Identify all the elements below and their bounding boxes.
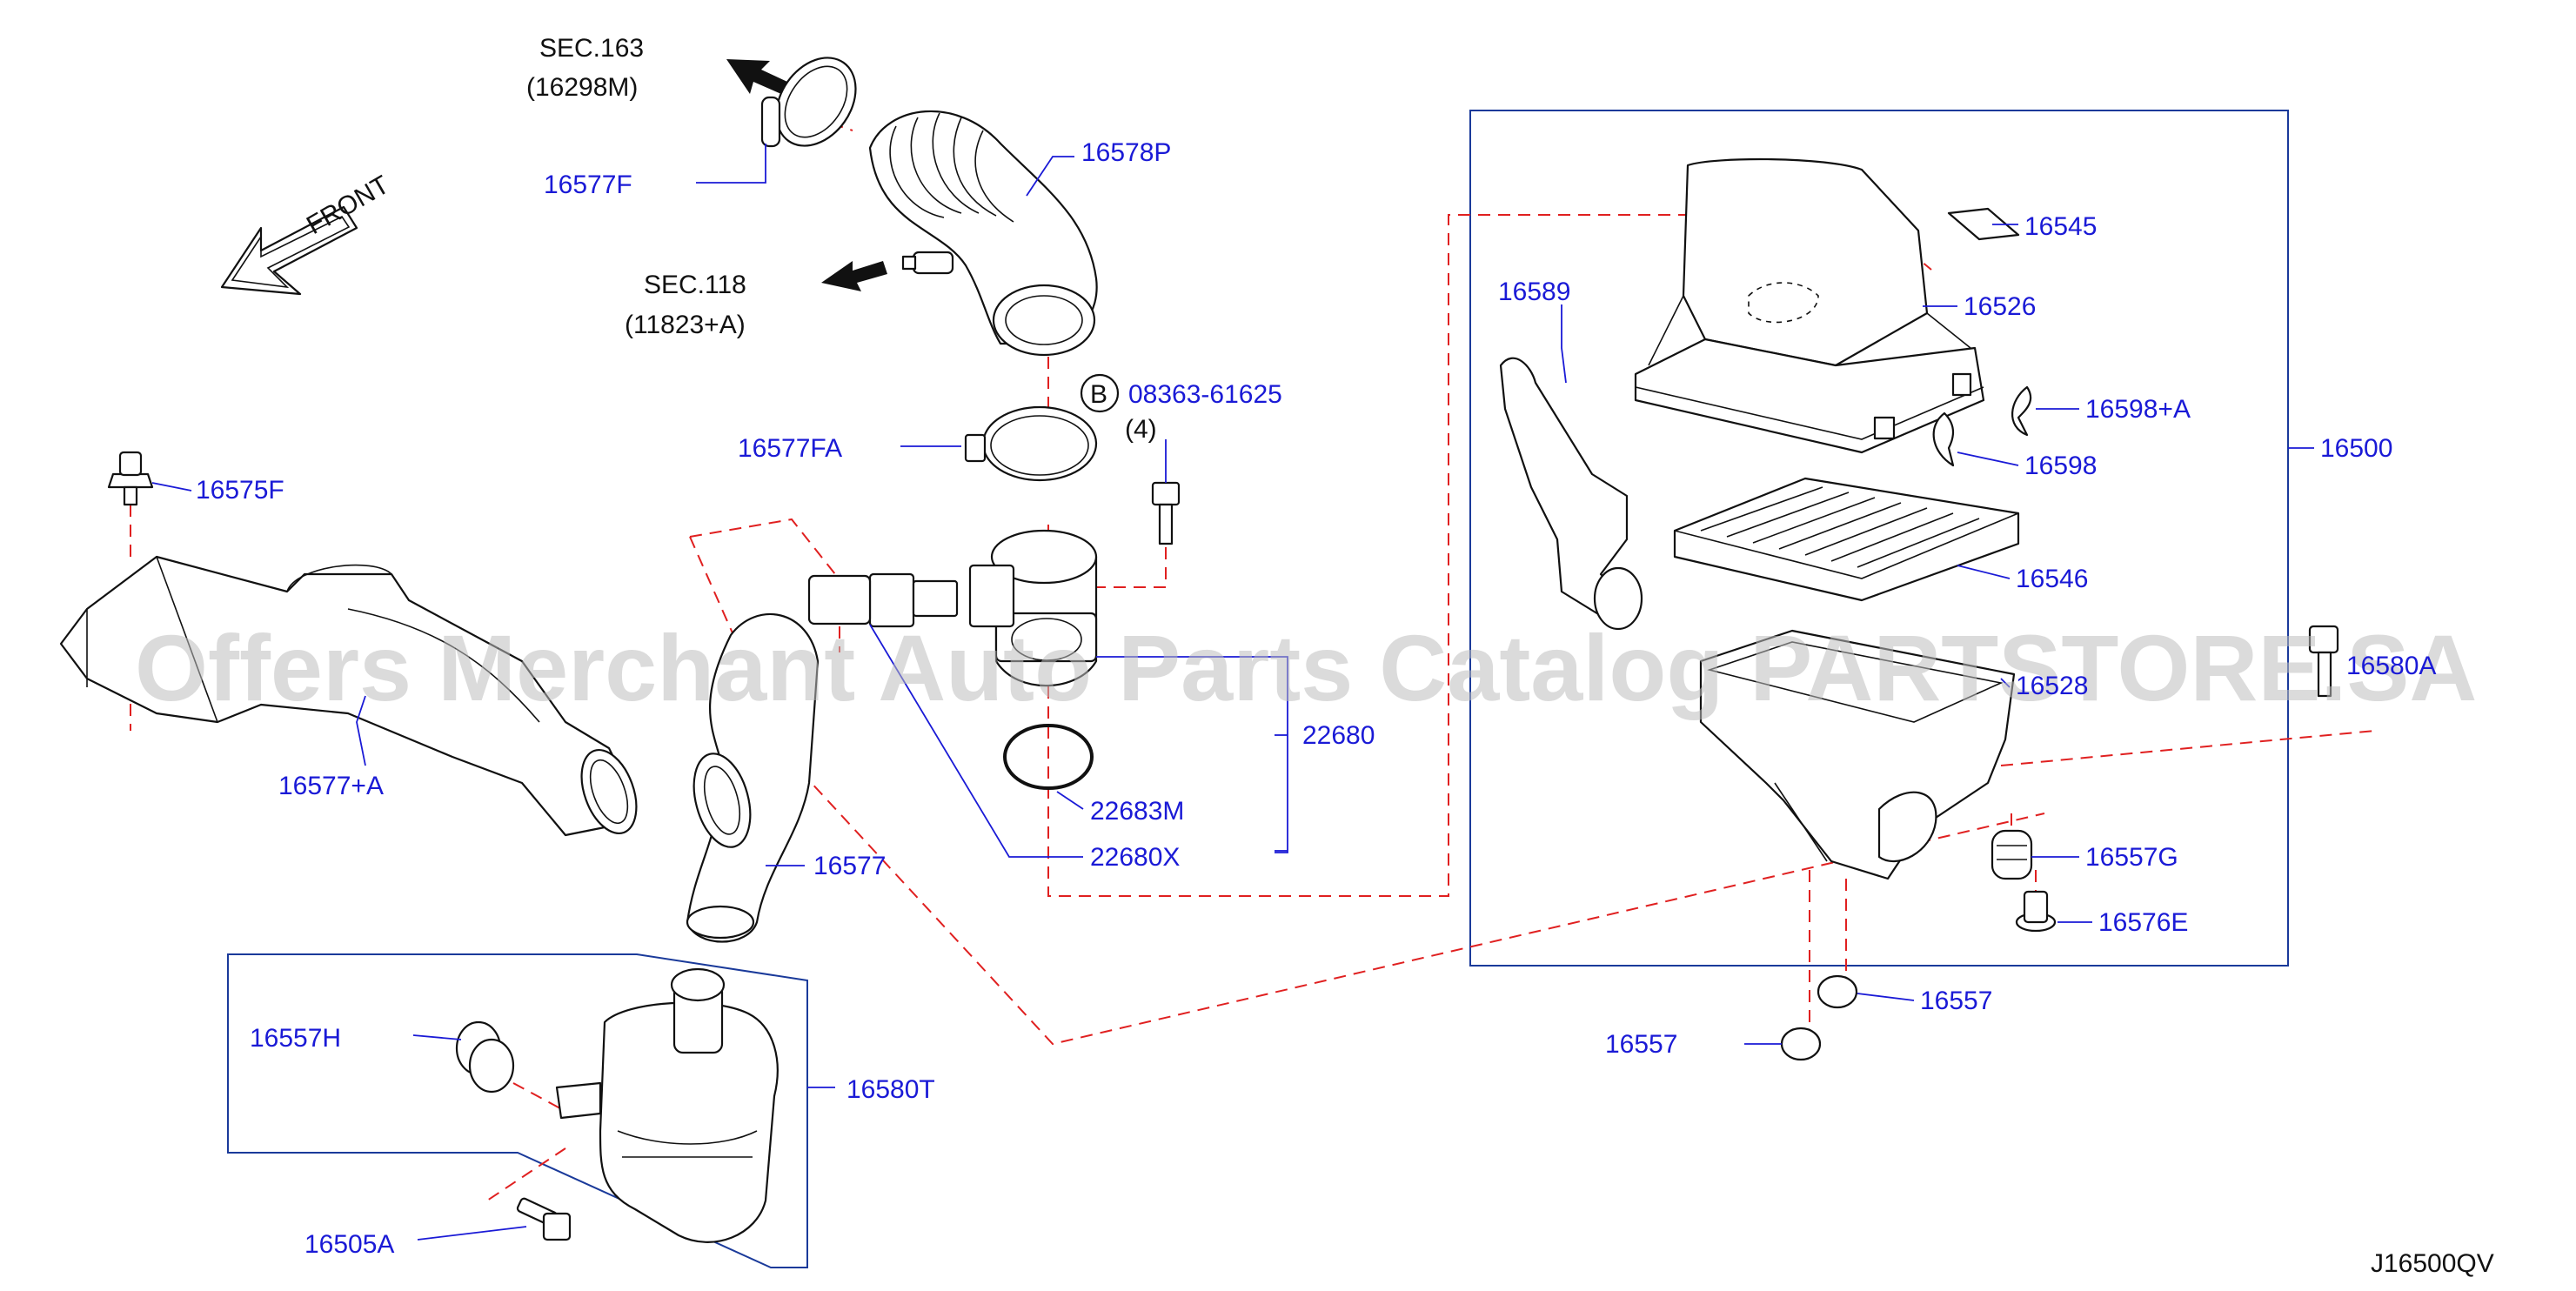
part-label-16557-a[interactable]: 16557 xyxy=(1920,987,1992,1015)
bolt-16575f-icon xyxy=(107,451,154,506)
air-cleaner-body-icon xyxy=(1699,629,2016,880)
bolt-08363-icon xyxy=(1151,481,1181,545)
air-duct-bellows-icon xyxy=(868,110,1098,357)
front-arrow-icon xyxy=(220,205,358,296)
collar-16576e-icon xyxy=(2015,890,2057,933)
part-label-16500[interactable]: 16500 xyxy=(2320,434,2392,463)
sec118-code: (11823+A) xyxy=(625,311,746,339)
sec163-label: SEC.163 xyxy=(539,34,644,63)
part-label-16598a[interactable]: 16598+A xyxy=(2085,395,2191,424)
part-label-16576e[interactable]: 16576E xyxy=(2098,908,2188,937)
mount-16557g-icon xyxy=(1991,829,2033,880)
resonator-icon xyxy=(555,967,779,1243)
part-label-16577fa[interactable]: 16577FA xyxy=(738,434,842,463)
air-flow-meter-icon xyxy=(807,529,1098,687)
part-label-16545[interactable]: 16545 xyxy=(2024,212,2097,241)
air-filter-element-icon xyxy=(1673,477,2020,602)
clamp-16598-icon xyxy=(1932,411,1955,467)
sec163-code: (16298M) xyxy=(526,73,638,102)
part-label-16577[interactable]: 16577 xyxy=(813,852,886,880)
air-duct-16577-icon xyxy=(686,613,820,943)
part-label-16546[interactable]: 16546 xyxy=(2016,565,2088,593)
sec118-label: SEC.118 xyxy=(644,271,746,299)
part-label-16589[interactable]: 16589 xyxy=(1498,278,1570,306)
part-label-16526[interactable]: 16526 xyxy=(1964,292,2036,321)
part-label-16580a[interactable]: 16580A xyxy=(2346,652,2436,680)
bolt-16505a-icon xyxy=(516,1197,572,1241)
part-label-16557g[interactable]: 16557G xyxy=(2085,843,2178,872)
diagram-code: J16500QV xyxy=(2371,1249,2494,1278)
part-label-16577a[interactable]: 16577+A xyxy=(278,772,384,800)
bracket-16589-icon xyxy=(1499,357,1643,631)
part-label-16528[interactable]: 16528 xyxy=(2016,672,2088,700)
air-cleaner-cover-icon xyxy=(1634,157,1985,454)
o-ring-icon xyxy=(1003,724,1094,790)
hose-clamp-middle-icon xyxy=(964,405,1098,482)
grommet-16557-a-icon xyxy=(1817,974,1858,1009)
part-label-16578p[interactable]: 16578P xyxy=(1081,138,1171,167)
part-label-22680x[interactable]: 22680X xyxy=(1090,843,1180,872)
clamp-16598a-icon xyxy=(2011,385,2032,437)
part-label-16575f[interactable]: 16575F xyxy=(196,476,284,505)
part-qty-08363-61625: (4) xyxy=(1125,415,1157,444)
air-inlet-duct-16577a-icon xyxy=(59,555,638,837)
part-label-16577f[interactable]: 16577F xyxy=(544,171,632,199)
part-label-22683m[interactable]: 22683M xyxy=(1090,797,1184,826)
watermark: Offers Merchant Auto Parts Catalog PARTS… xyxy=(135,615,2477,720)
air-cleaner-assembly-frame xyxy=(1469,110,2289,967)
part-label-16557h[interactable]: 16557H xyxy=(250,1024,341,1053)
part-label-16557-b[interactable]: 16557 xyxy=(1605,1030,1677,1059)
b-badge-icon xyxy=(1080,373,1120,413)
resonator-frame xyxy=(227,953,808,1268)
bolt-16580a-icon xyxy=(2308,625,2339,698)
b-badge-letter: B xyxy=(1090,380,1107,409)
grommet-16557-b-icon xyxy=(1780,1027,1822,1061)
grommet-16557h-icon xyxy=(455,1020,515,1094)
hose-clamp-top-icon xyxy=(760,57,857,148)
part-label-16598[interactable]: 16598 xyxy=(2024,452,2097,480)
leader-lines xyxy=(151,144,2314,1241)
part-label-16580t[interactable]: 16580T xyxy=(846,1075,935,1104)
part-label-08363-61625[interactable]: 08363-61625 xyxy=(1128,380,1282,409)
arrow-to-sec118-icon xyxy=(821,261,887,291)
arrow-to-sec163-icon xyxy=(726,59,787,94)
label-16545-icon xyxy=(1947,207,2020,241)
part-label-16505a[interactable]: 16505A xyxy=(304,1230,394,1259)
part-label-22680[interactable]: 22680 xyxy=(1302,721,1375,750)
